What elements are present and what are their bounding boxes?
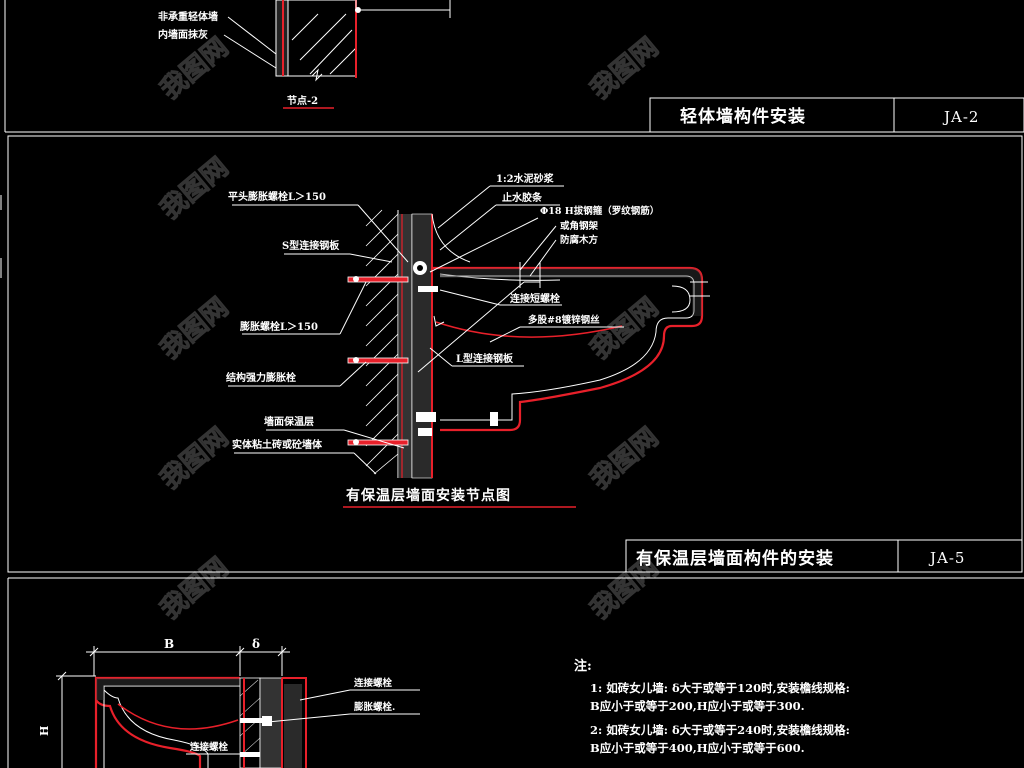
note-line: B应小于或等于200,H应小于或等于300. [590,699,805,713]
middle-caption: 有保温层墙面安装节点图 [346,487,511,504]
dim-h: H [38,726,51,736]
watermark: 我图网 [585,422,664,495]
watermark: 我图网 [155,292,234,365]
label-mortar: 1:2水泥砂浆 [496,172,555,185]
middle-code: JA-5 [928,549,965,567]
watermark: 我图网 [155,552,234,625]
middle-title: 有保温层墙面构件的安装 [636,548,834,569]
top-title: 轻体墙构件安装 [680,106,806,127]
watermark: 我图网 [155,32,234,105]
label-waterstop: 止水胶条 [502,191,543,204]
label-angle: 或角钢架 [560,220,599,232]
watermark: 我图网 [155,152,234,225]
node-label: 节点-2 [287,94,318,107]
label-conn-bolt: 连接螺栓 [354,677,393,689]
top-label: 非承重轻体墙 [158,10,218,23]
watermark: 我图网 [585,32,664,105]
notes-header: 注: [574,658,592,674]
label-wood: 防腐木方 [560,234,599,246]
watermark: 我图网 [585,292,664,365]
label-conn-bolt: 连接短螺栓 [510,292,560,305]
top-label: 内墙面抹灰 [158,28,208,41]
label-pipe: Φ18 H拔钢箍（罗纹钢筋） [540,205,659,217]
note-line: 1: 如砖女儿墙: δ大于或等于120时,安装檐线规格: [590,681,850,695]
watermark: 我图网 [155,422,234,495]
top-code: JA-2 [942,108,979,126]
label-anchor: 结构强力膨胀栓 [226,371,296,384]
label-expand-bolt: 膨胀螺栓L＞150 [240,320,318,333]
dim-delta: δ [252,637,260,651]
middle-panel: 平头膨胀螺栓L＞150 S型连接钢板 膨胀螺栓L＞150 结构强力膨胀栓 墙面保… [0,135,1023,573]
dim-b: B [164,637,174,651]
label-flat-bolt: 平头膨胀螺栓L＞150 [228,190,326,203]
note-line: 2: 如砖女儿墙: δ大于或等于240时,安装檐线规格: [590,723,850,737]
top-panel: 非承重轻体墙 内墙面抹灰 节点-2 轻体墙构件安装 JA-2 [4,0,1024,133]
note-line: B应小于或等于400,H应小于或等于600. [590,741,805,755]
label-l-plate: L型连接钢板 [456,352,514,365]
bottom-panel: B δ H 连接螺栓 膨胀螺栓. 连接螺栓 [7,577,1024,768]
label-expand-bolt: 膨胀螺栓. [353,701,395,713]
label-s-plate: S型连接钢板 [282,239,340,252]
label-insulation: 墙面保温层 [264,415,314,428]
label-wire: 多股#8镀锌钢丝 [528,314,600,326]
label-wall: 实体粘土砖或砼墙体 [232,438,323,451]
label-conn-bolt-2: 连接螺栓 [190,741,229,753]
